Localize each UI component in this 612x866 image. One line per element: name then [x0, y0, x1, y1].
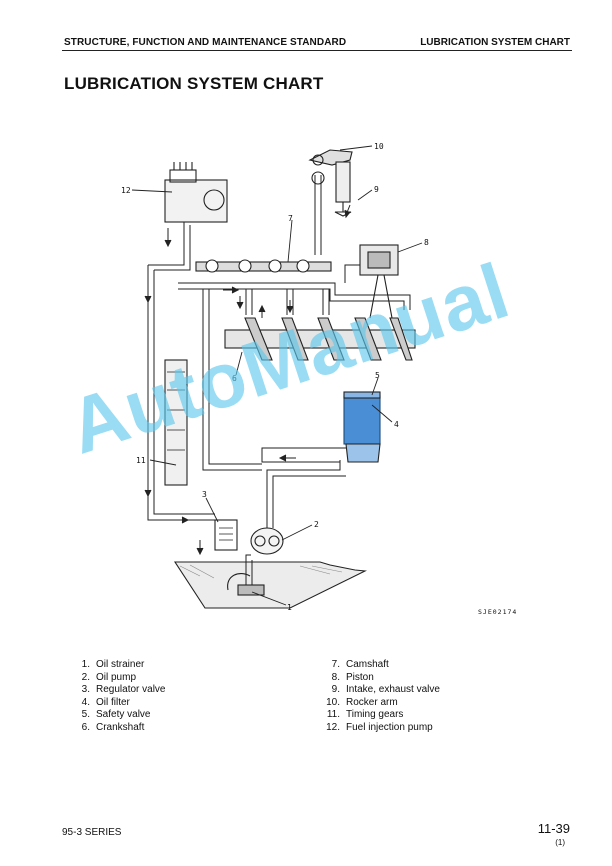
callout-2: 2: [314, 520, 319, 529]
callout-6: 6: [232, 374, 237, 383]
legend-item: 4.Oil filter: [81, 696, 130, 708]
strainer-flow-arrow: [227, 572, 251, 591]
piston: [359, 244, 399, 319]
legend-item: 5.Safety valve: [81, 709, 151, 721]
header-section-title: STRUCTURE, FUNCTION AND MAINTENANCE STAN…: [64, 37, 347, 48]
fuel-injection-pump: [164, 162, 228, 223]
figure-code: SJE02174: [478, 608, 518, 616]
legend-item: 12.Fuel injection pump: [326, 721, 433, 733]
oil-pan: [173, 561, 367, 609]
legend-item: 7.Camshaft: [331, 659, 389, 670]
legend-item: 1.Oil strainer: [81, 659, 145, 670]
page-title: LUBRICATION SYSTEM CHART: [64, 74, 324, 93]
callout-7: 7: [288, 214, 293, 223]
callout-numbers: 10 9 8 7 12 6 4 5 11 3 2 1: [121, 142, 429, 612]
header-rule: [62, 50, 572, 51]
timing-gears: [164, 359, 188, 486]
legend-item: 3.Regulator valve: [81, 684, 166, 696]
oil-pan-hatch: [179, 564, 343, 579]
header-chapter-title: LUBRICATION SYSTEM CHART: [420, 37, 570, 48]
oil-passages: [147, 175, 411, 585]
legend-item: 11.Timing gears: [326, 709, 404, 721]
page-number: 11-39: [537, 821, 570, 836]
legend-item: 2.Oil pump: [81, 671, 137, 683]
legend-item: 8.Piston: [331, 671, 374, 683]
legend-item: 9.Intake, exhaust valve: [331, 684, 440, 696]
callout-3: 3: [202, 490, 207, 499]
callout-4: 4: [394, 420, 399, 429]
callout-1: 1: [287, 603, 292, 612]
oil-strainer: [237, 584, 265, 596]
camshaft: [195, 259, 332, 273]
rocker-arm: [308, 149, 353, 185]
callout-8: 8: [424, 238, 429, 247]
legend-column-1: 1.Oil strainer 2.Oil pump 3.Regulator va…: [72, 659, 166, 735]
oil-filter: [343, 391, 381, 463]
callout-10: 10: [374, 142, 384, 151]
oil-pump: [250, 527, 284, 555]
legend-item: 6.Crankshaft: [81, 721, 145, 733]
intake-exhaust-valve: [334, 161, 352, 217]
footer-series: 95-3 SERIES: [62, 827, 122, 838]
page-revision: (1): [555, 838, 565, 847]
flow-arrows: [144, 204, 351, 556]
callout-5: 5: [375, 371, 380, 380]
callout-11: 11: [136, 456, 146, 465]
crankshaft: [224, 317, 416, 361]
legend-column-2: 7.Camshaft 8.Piston 9.Intake, exhaust va…: [322, 659, 440, 735]
callout-12: 12: [121, 186, 131, 195]
legend-item: 10.Rocker arm: [326, 696, 398, 708]
regulator-valve: [214, 519, 238, 551]
callout-9: 9: [374, 185, 379, 194]
callout-leaders: [131, 145, 423, 606]
